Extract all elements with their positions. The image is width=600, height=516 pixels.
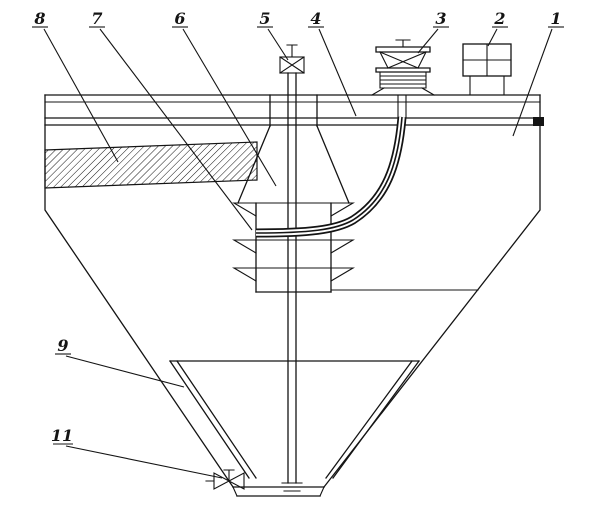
leader-line-5 — [267, 28, 289, 61]
part-label-5: 5 — [257, 9, 289, 61]
part-label-9: 9 — [55, 336, 185, 388]
valve-bowtie-right — [227, 472, 245, 490]
leader-line-4 — [318, 28, 357, 117]
rim-drain-square — [533, 117, 544, 126]
center-shaft — [279, 44, 305, 492]
part-number-11: 11 — [51, 426, 73, 445]
rim-drain — [533, 117, 544, 126]
part-label-2: 2 — [487, 9, 508, 47]
leader-line-6 — [182, 28, 277, 187]
part-label-8: 8 — [32, 9, 119, 163]
leader-line-11 — [65, 445, 223, 479]
part-label-6: 6 — [172, 9, 277, 187]
overflow-rim — [44, 94, 541, 126]
feedwell — [237, 94, 350, 204]
part-number-2: 2 — [493, 9, 505, 28]
part-label-1: 1 — [512, 9, 564, 137]
feed-slurry-hatch — [44, 141, 258, 189]
leader-line-8 — [43, 28, 119, 163]
part-number-6: 6 — [174, 9, 185, 28]
part-label-3: 3 — [417, 9, 449, 54]
part-number-7: 7 — [91, 9, 102, 28]
underflow-valve — [205, 469, 245, 490]
drive-motor — [371, 39, 435, 96]
part-number-4: 4 — [310, 9, 321, 28]
hatch-region — [44, 141, 258, 189]
part-label-4: 4 — [308, 9, 357, 117]
part-label-7: 7 — [89, 9, 253, 231]
leader-line-1 — [512, 28, 553, 137]
part-number-8: 8 — [33, 9, 45, 28]
part-label-11: 11 — [51, 426, 223, 479]
leader-line-3 — [417, 28, 439, 54]
part-number-9: 9 — [57, 336, 68, 355]
inner-cone — [169, 360, 420, 479]
junction-box — [462, 43, 512, 96]
leader-line-9 — [65, 355, 185, 388]
leader-line-7 — [99, 28, 253, 231]
part-labels: 8 7 6 5 4 3 2 — [32, 9, 564, 479]
tank-body — [44, 94, 541, 497]
shaft-top-bearing — [279, 56, 305, 74]
part-number-1: 1 — [550, 9, 561, 28]
deflector-stack — [231, 202, 479, 293]
part-number-5: 5 — [259, 9, 270, 28]
feed-pipe — [255, 94, 407, 238]
valve-bowtie-left — [213, 472, 231, 490]
part-number-3: 3 — [435, 9, 446, 28]
leader-line-2 — [487, 28, 498, 47]
